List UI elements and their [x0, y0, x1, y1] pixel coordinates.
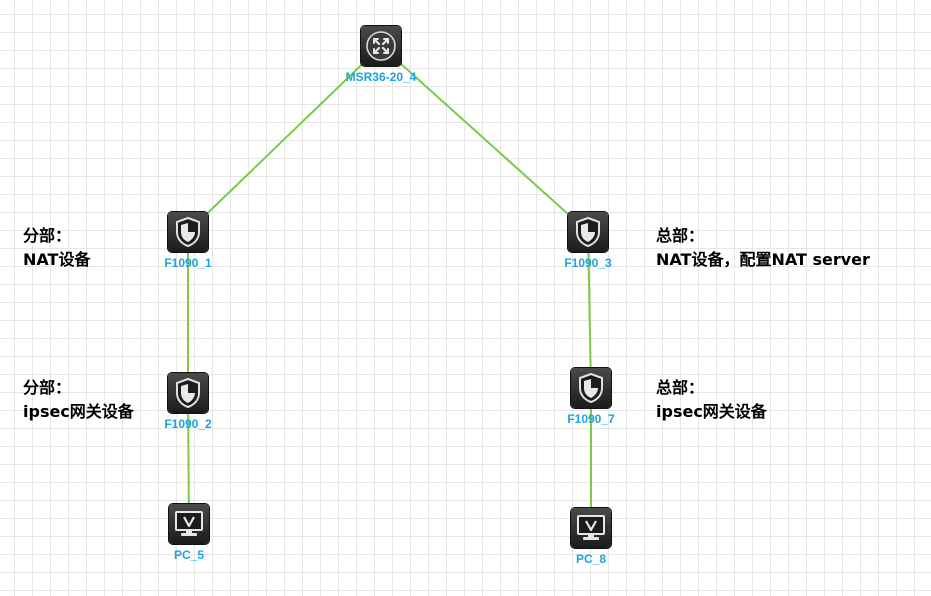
firewall-icon	[571, 368, 611, 408]
annotation-hq-nat: 总部： NAT设备，配置NAT server	[656, 224, 870, 272]
annotation-hq-ipsec: 总部： ipsec网关设备	[656, 376, 767, 424]
node-label: F1090_1	[164, 256, 212, 270]
node-label: PC_5	[173, 548, 205, 562]
router-icon	[361, 26, 401, 66]
pc-icon	[169, 504, 209, 544]
node-label: MSR36-20_4	[345, 70, 417, 84]
annotation-line: NAT设备	[23, 250, 91, 269]
link-router-fw3[interactable]	[380, 45, 589, 233]
link-fw2-pc5[interactable]	[187, 392, 190, 525]
firewall-icon	[168, 373, 208, 413]
node-label: F1090_3	[564, 256, 612, 270]
node-label: F1090_2	[164, 417, 212, 431]
firewall-icon	[168, 212, 208, 252]
node-label: F1090_7	[567, 412, 615, 426]
annotation-line: NAT设备，配置NAT server	[656, 250, 870, 269]
firewall-icon	[568, 212, 608, 252]
pc-icon	[571, 508, 611, 548]
link-fw3-fw7[interactable]	[587, 231, 592, 389]
annotation-line: 分部：	[23, 226, 72, 245]
annotation-branch-ipsec: 分部： ipsec网关设备	[23, 376, 134, 424]
annotation-line: 总部：	[656, 226, 705, 245]
annotation-branch-nat: 分部： NAT设备	[23, 224, 90, 272]
node-label: PC_8	[575, 552, 607, 566]
link-router-fw1[interactable]	[187, 45, 382, 233]
annotation-line: 分部：	[23, 378, 72, 397]
annotation-line: ipsec网关设备	[656, 402, 767, 421]
annotation-line: 总部：	[656, 378, 705, 397]
annotation-line: ipsec网关设备	[23, 402, 134, 421]
